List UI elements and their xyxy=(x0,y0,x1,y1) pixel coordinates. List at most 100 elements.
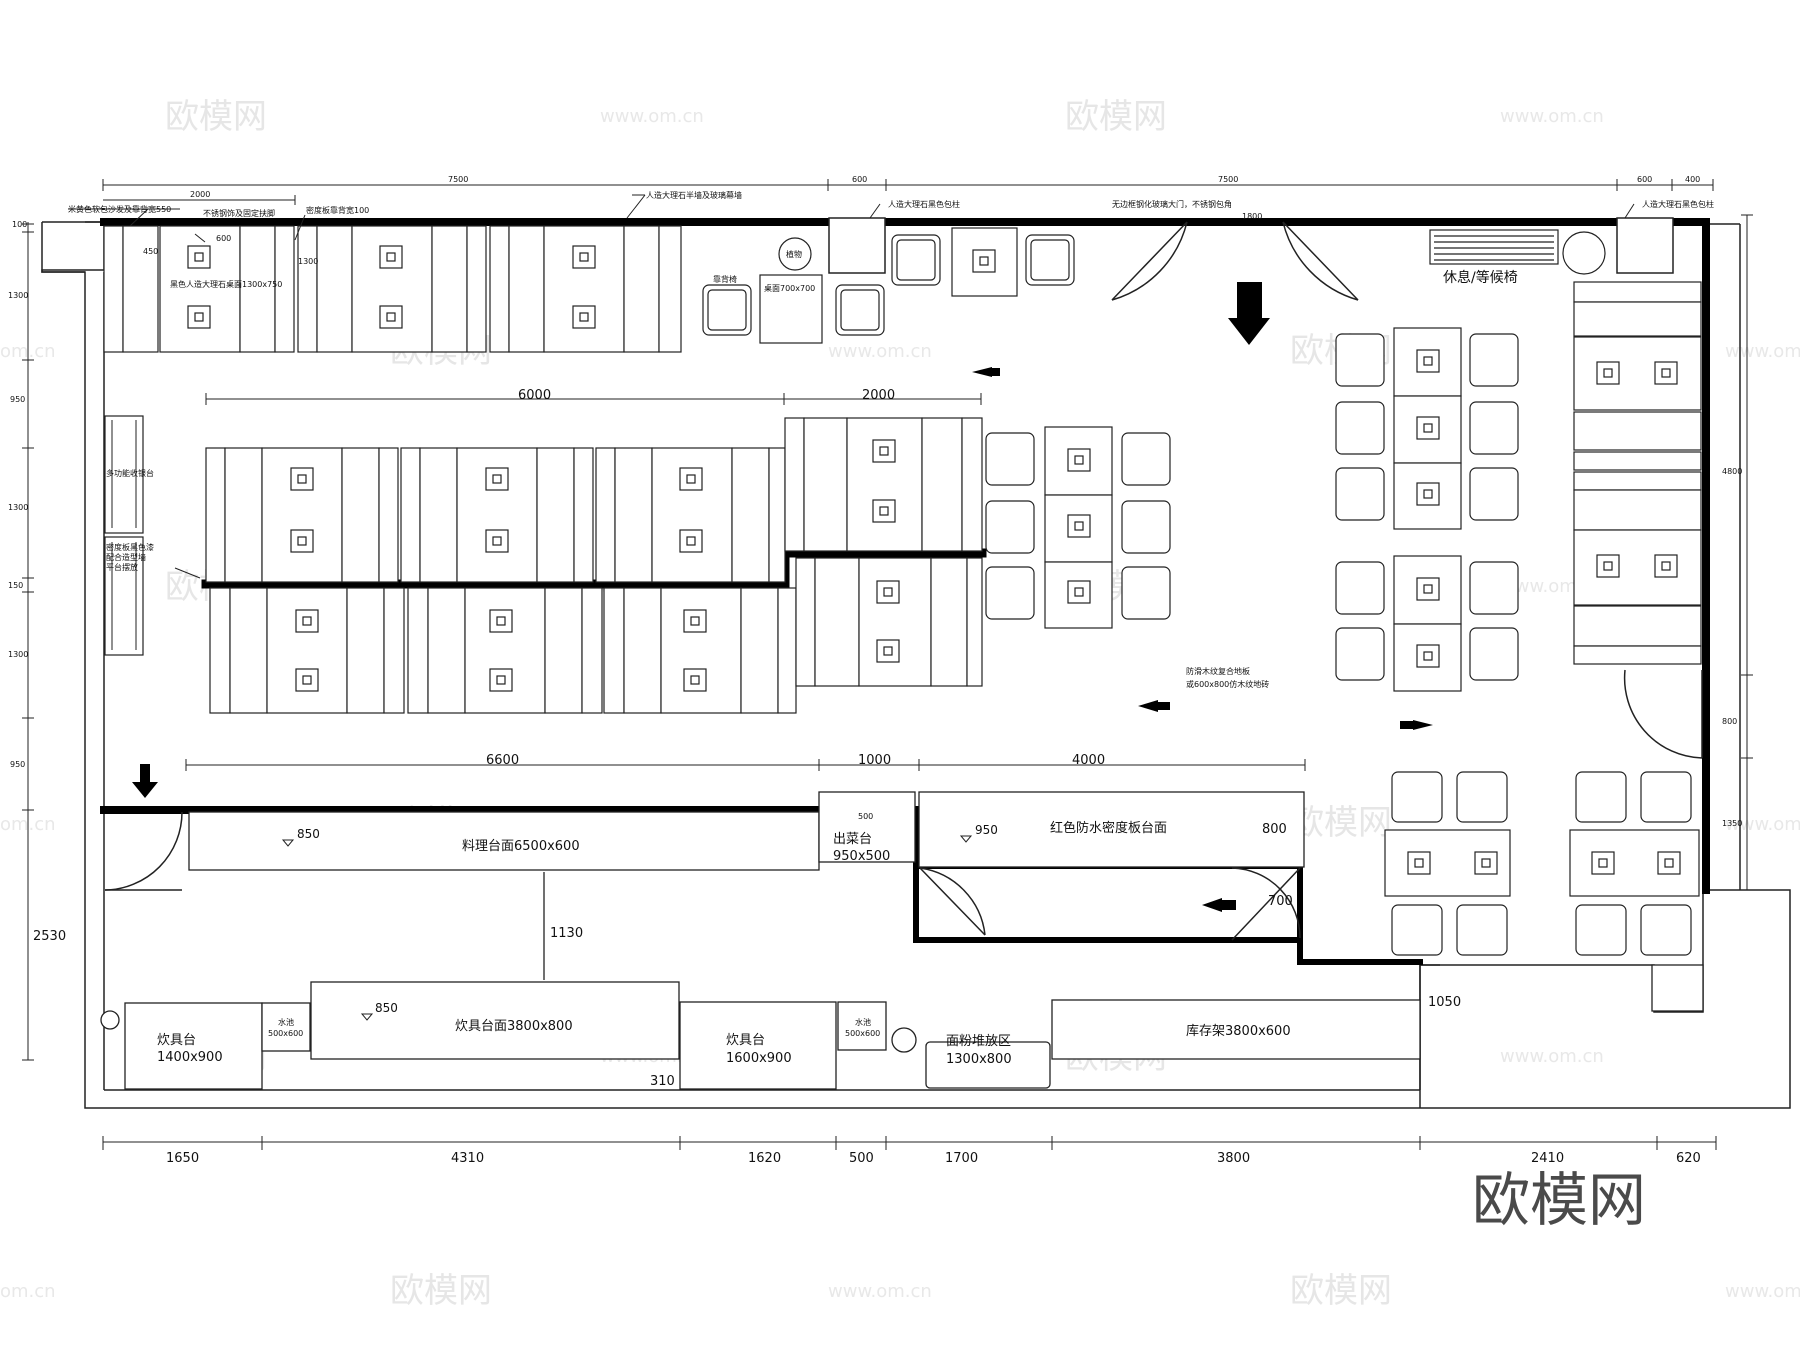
chair-seat xyxy=(840,289,880,331)
note-table-marble: 黑色人造大理石桌面1300x750 xyxy=(170,279,282,289)
annotations: 米黄色软包沙发及靠背宽550 不锈钢饰及固定扶脚 密度板靠背宽100 人造大理石… xyxy=(68,190,1714,689)
place-setting-inner xyxy=(1603,368,1613,378)
place-setting-inner xyxy=(1661,368,1671,378)
watermark-text: 欧模网 xyxy=(1290,1271,1392,1311)
cashier-counter xyxy=(104,415,144,534)
place-setting-inner xyxy=(686,474,696,484)
chair-seat xyxy=(896,239,936,281)
place-setting-inner xyxy=(1598,858,1608,868)
dim-label-interior: 700 xyxy=(1268,894,1293,909)
outer-boundary xyxy=(41,221,1791,1109)
sofa-seat xyxy=(316,225,353,353)
kitchen-labels: 料理台面6500x600 出菜台 950x500 红色防水密度板台面 850 9… xyxy=(157,820,1291,1067)
arrow-right xyxy=(1400,720,1433,730)
leader xyxy=(626,194,646,219)
kitchen-fixtures xyxy=(100,791,1421,1090)
sofa-back xyxy=(1573,451,1702,471)
dim-label-right: 800 xyxy=(1722,717,1737,726)
note-450: 450 xyxy=(143,247,158,256)
table-marble xyxy=(159,225,241,353)
label-cooker-counter: 炊具台面3800x800 xyxy=(455,1019,573,1034)
leader-lines xyxy=(68,194,1635,579)
outer-boundary-notch xyxy=(41,222,85,273)
dim-label-left: 2530 xyxy=(33,929,66,944)
chair xyxy=(985,566,1035,620)
place-setting-inner xyxy=(1423,651,1433,661)
chair xyxy=(1575,904,1627,956)
note-stainless: 不锈钢饰及固定扶脚 xyxy=(203,208,275,218)
table-marble xyxy=(464,587,546,714)
dim-label-interior: 2000 xyxy=(862,388,895,403)
dim-label-interior: 310 xyxy=(650,1074,675,1089)
pillar-right xyxy=(1616,217,1674,274)
note-1300: 1300 xyxy=(298,257,318,266)
arrow-down xyxy=(132,764,158,798)
sofa-seat xyxy=(419,447,458,583)
table-700 xyxy=(759,274,823,344)
watermark-url: www.om.cn xyxy=(1500,1046,1604,1067)
sofa-seat xyxy=(431,225,468,353)
dim-label-top: 7500 xyxy=(448,175,468,184)
sofa-back xyxy=(768,447,786,583)
red-counter xyxy=(918,791,1305,868)
door-swing xyxy=(1623,669,1703,759)
sofa-seat xyxy=(740,587,779,714)
dim-label-top: 2000 xyxy=(190,190,210,199)
leader xyxy=(869,203,881,219)
dim-label-right: 4800 xyxy=(1722,467,1742,476)
sofa-seat xyxy=(623,225,660,353)
dim-label-bottom: 1700 xyxy=(945,1151,978,1166)
place-setting-inner xyxy=(492,474,502,484)
place-setting-inner xyxy=(194,312,204,322)
dim-label-interior: 4000 xyxy=(1072,753,1105,768)
door-swing-left xyxy=(1111,221,1188,301)
note-board-wall: 密度板黑色漆 xyxy=(106,542,154,552)
sofa-back xyxy=(407,587,429,714)
note-rest: 休息/等候椅 xyxy=(1443,269,1518,286)
stove-2 xyxy=(679,1001,837,1090)
arrow-left xyxy=(1138,700,1170,712)
watermark-text: 欧模网 xyxy=(390,1271,492,1311)
entrance-door xyxy=(1111,221,1359,301)
sofa-back xyxy=(274,225,295,353)
dim-label-interior: 6000 xyxy=(518,388,551,403)
note-pillar-right: 人造大理石黑色包柱 xyxy=(1642,199,1714,209)
dim-label-interior: 500 xyxy=(858,812,873,821)
place-setting-inner xyxy=(690,616,700,626)
door-swing xyxy=(104,811,183,891)
label-h950: 950 xyxy=(975,823,998,837)
place-setting-inner xyxy=(1074,521,1084,531)
chair xyxy=(1121,432,1171,486)
chair xyxy=(1121,500,1171,554)
label-stove1: 炊具台 xyxy=(157,1033,196,1048)
door-leaf xyxy=(919,867,986,936)
sink-1 xyxy=(261,1002,311,1052)
dim-label-right: 1350 xyxy=(1722,819,1742,828)
booth-row-top xyxy=(103,225,682,353)
chair xyxy=(1575,771,1627,823)
chair xyxy=(1391,771,1443,823)
place-setting-inner xyxy=(883,587,893,597)
place-setting-inner xyxy=(297,474,307,484)
chair xyxy=(985,500,1035,554)
chair xyxy=(1456,771,1508,823)
note-cashier: 多功能收银台 xyxy=(106,468,154,478)
label-serving-size: 950x500 xyxy=(833,849,890,864)
sofa-back xyxy=(595,447,616,583)
label-stove2-size: 1600x900 xyxy=(726,1051,792,1066)
sofa-back xyxy=(466,225,487,353)
leader xyxy=(1624,203,1635,219)
chair xyxy=(985,432,1035,486)
sofa-seat xyxy=(803,417,848,552)
watermark-text: 欧模网 xyxy=(1290,803,1392,843)
right-four-tops xyxy=(1335,327,1519,692)
logo: 欧模网 xyxy=(1472,1166,1646,1234)
sofa-back xyxy=(297,225,318,353)
note-bar-chair: 靠背椅 xyxy=(713,274,737,284)
watermark-edge: om.cn xyxy=(0,1281,56,1302)
watermark-url: www.om.cn xyxy=(828,1281,932,1302)
place-setting-inner xyxy=(302,675,312,685)
dim-label-left: 1300 xyxy=(8,503,28,512)
table-marble xyxy=(660,587,742,714)
place-setting-inner xyxy=(386,252,396,262)
